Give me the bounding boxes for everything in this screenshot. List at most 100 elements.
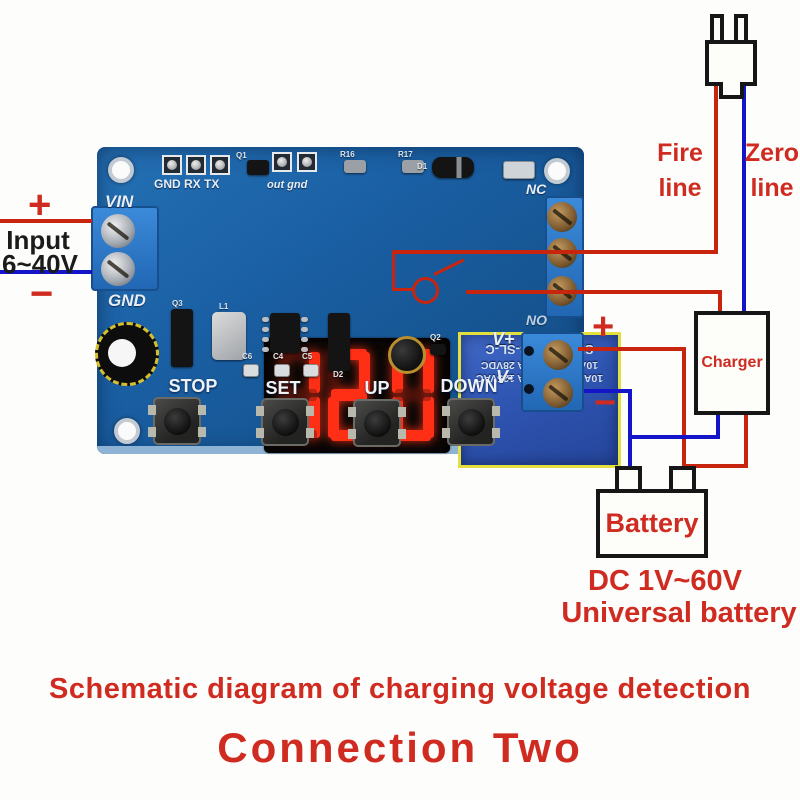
fire-line-word1: Fire [657,139,703,167]
button-leg [148,427,156,437]
led-indicator [503,161,535,179]
mounting-hole-bottom-left [114,418,140,444]
stop-button-label: STOP [168,376,218,396]
gnd-silkscreen: GND [108,291,146,310]
ic-pin [262,347,269,352]
ic-pin [262,317,269,322]
mounting-hole-top-left [108,157,134,183]
set-button-cap [271,408,299,436]
pcb-board: VIN GND GND RX TX out gnd NC NO V+ V- Q1… [91,147,621,468]
r17-label: R17 [398,150,413,159]
zero-line-label: Zero line [744,136,800,206]
wire-fire-line-horizontal [392,250,718,254]
vin-silkscreen: VIN [105,192,134,211]
transistor-q3 [171,309,193,367]
wire-relay-no-to-charger [718,290,722,316]
caption-subtitle: Connection Two [217,724,583,771]
stop-button-cap [163,407,191,435]
up-button-label: UP [364,378,390,398]
q2-label: Q2 [430,333,441,342]
capacitor-c6 [243,364,259,377]
battery-spec-voltage: DC 1V~60V [588,565,742,597]
uart-header-silkscreen: GND RX TX [154,177,220,191]
output-minus-sign: − [594,382,617,424]
zero-line-word1: Zero [744,139,800,167]
output-plus-sign: + [592,306,615,348]
capacitor-vent [108,339,136,367]
gnd-pad [297,152,317,172]
vplus-silkscreen: V+ [492,329,515,349]
button-leg [148,405,156,415]
vminus-silkscreen: V- [496,367,514,387]
nc-silkscreen: NC [526,181,547,197]
battery-label: Battery [605,508,699,538]
capacitor-c4 [274,364,290,377]
wire-input-positive [0,219,92,223]
set-button [256,398,314,446]
charger-box: Charger [694,311,770,415]
wire-charger-battery-positive [682,464,748,468]
ic-pin [301,317,308,322]
c4-label: C4 [273,352,284,361]
ic-pin [262,327,269,332]
r16-label: R16 [340,150,355,159]
wire-vminus-horizontal [584,389,632,393]
down-button [442,398,500,446]
down-button-label: DOWN [440,376,498,396]
fire-line-label: Fire line [652,136,708,206]
down-button-cap [457,408,485,436]
l1-label: L1 [219,302,229,311]
capacitor-c5 [303,364,319,377]
button-leg [198,405,206,415]
ic-pin [262,337,269,342]
input-name-label: Input [6,225,70,255]
button-leg [306,428,314,438]
vplus-screw [543,340,573,370]
q1-label: Q1 [236,151,247,160]
button-leg [306,406,314,416]
ac-plug-body-icon [705,40,757,86]
wire-fire-line-vertical [714,80,718,254]
uart-pad-gnd [162,155,182,175]
ic-pin [301,347,308,352]
d2-label: D2 [333,370,344,379]
up-button [348,399,406,447]
wire-charger-out-negative-horizontal [628,435,720,439]
diode-d1 [432,157,474,178]
uart-pad-tx [210,155,230,175]
button-leg [348,407,356,417]
button-leg [256,428,264,438]
button-leg [442,406,450,416]
set-button-label: SET [265,378,301,398]
button-leg [398,407,406,417]
capacitor-gold [388,336,426,374]
vin-screw-positive [101,214,135,248]
ic-pin [301,337,308,342]
transistor-d2-package [328,313,350,371]
inductor-l1 [212,312,246,360]
transistor-q2 [430,344,446,355]
button-leg [492,406,500,416]
wire-relay-common-stub [392,288,414,291]
up-button-cap [363,409,391,437]
vplus-wire-hole [524,346,534,356]
zero-line-word2: line [750,174,794,202]
c5-label: C5 [302,352,313,361]
relay-contact-symbol [412,277,439,304]
battery-box: Battery [596,489,708,558]
d1-label: D1 [417,162,428,171]
transistor-q1 [247,160,269,175]
button-leg [398,429,406,439]
battery-spec-type: Universal battery [561,597,797,629]
vin-screw-negative [101,252,135,286]
wire-input-negative [0,270,92,274]
ac-plug-cord-exit-icon [719,82,744,99]
resistor-r17 [402,160,424,173]
button-leg [198,427,206,437]
fire-line-word2: line [658,174,702,202]
input-plus-sign: + [28,183,52,227]
input-minus-sign: − [30,272,54,316]
vminus-screw [543,378,573,408]
caption-title: Schematic diagram of charging voltage de… [49,673,751,705]
